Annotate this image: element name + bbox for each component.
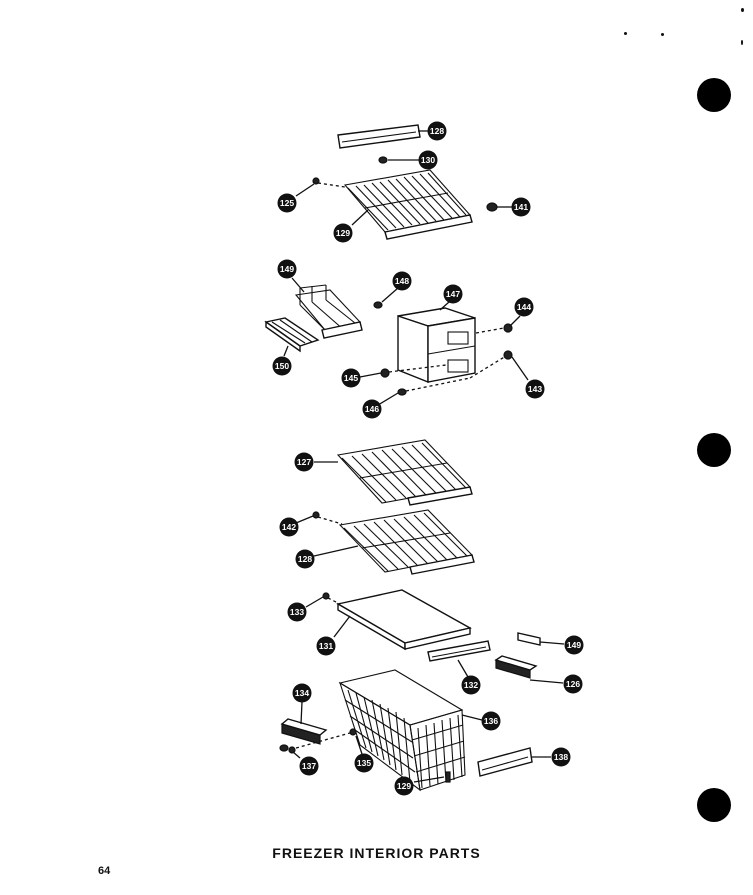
svg-text:128: 128	[430, 126, 444, 136]
svg-text:130: 130	[421, 155, 435, 165]
part-pin-133	[322, 592, 330, 600]
part-wire-shelf-128	[338, 509, 475, 575]
svg-text:148: 148	[395, 276, 409, 286]
callout-132: 132	[461, 675, 481, 695]
leader-lines	[283, 130, 565, 783]
svg-text:126: 126	[566, 679, 580, 689]
svg-text:132: 132	[464, 680, 478, 690]
part-pin-129	[445, 771, 451, 783]
callout-149-trim: 149	[564, 635, 584, 655]
part-slide-134	[280, 718, 328, 745]
part-ice-rack	[294, 284, 363, 339]
part-bin-front-138	[477, 747, 533, 777]
part-pin-left	[312, 177, 320, 185]
part-basket	[338, 669, 466, 792]
part-pin-right	[486, 202, 498, 212]
part-clip	[378, 156, 388, 164]
callout-130: 130	[418, 150, 438, 170]
callout-148: 148	[392, 271, 412, 291]
svg-text:127: 127	[297, 457, 311, 467]
svg-text:143: 143	[528, 384, 542, 394]
svg-text:147: 147	[446, 289, 460, 299]
callout-126: 126	[563, 674, 583, 694]
part-trim-149	[517, 632, 541, 646]
part-pin-135	[349, 728, 357, 736]
svg-text:136: 136	[484, 716, 498, 726]
callout-150: 150	[272, 356, 292, 376]
callout-131: 131	[316, 636, 336, 656]
svg-text:142: 142	[282, 522, 296, 532]
svg-text:138: 138	[554, 752, 568, 762]
part-wire-shelf-127	[336, 439, 473, 506]
callout-134: 134	[292, 683, 312, 703]
callout-142: 142	[279, 517, 299, 537]
svg-text:149: 149	[567, 640, 581, 650]
punch-hole	[697, 433, 731, 467]
callout-135: 135	[354, 753, 374, 773]
svg-text:149: 149	[280, 264, 294, 274]
part-ice-box	[397, 307, 476, 384]
callout-125: 125	[277, 193, 297, 213]
scan-speck	[624, 32, 627, 35]
callout-146: 146	[362, 399, 382, 419]
svg-text:144: 144	[517, 302, 531, 312]
callout-141: 141	[511, 197, 531, 217]
svg-text:134: 134	[295, 688, 309, 698]
callout-147: 147	[443, 284, 463, 304]
part-shelf-front-132	[427, 640, 491, 662]
svg-text:129: 129	[397, 781, 411, 791]
callout-138: 138	[551, 747, 571, 767]
part-screws-137	[279, 744, 296, 754]
callout-144: 144	[514, 297, 534, 317]
diagram-caption: FREEZER INTERIOR PARTS	[272, 845, 481, 861]
svg-text:125: 125	[280, 198, 294, 208]
part-ice-tray	[264, 317, 320, 353]
part-pin-142	[312, 511, 320, 519]
svg-text:129: 129	[336, 228, 350, 238]
callout-145: 145	[341, 368, 361, 388]
scan-speck	[741, 40, 743, 45]
callout-149-rack: 149	[277, 259, 297, 279]
svg-text:141: 141	[514, 202, 528, 212]
svg-text:145: 145	[344, 373, 358, 383]
callout-143: 143	[525, 379, 545, 399]
punch-hole	[697, 788, 731, 822]
callout-133: 133	[287, 602, 307, 622]
part-top-wire-shelf	[343, 169, 473, 240]
callout-128: 128	[427, 121, 447, 141]
part-screw-148	[373, 301, 383, 309]
svg-text:146: 146	[365, 404, 379, 414]
scan-speck	[661, 33, 664, 36]
svg-text:150: 150	[275, 361, 289, 371]
callout-127: 127	[294, 452, 314, 472]
punch-hole	[697, 78, 731, 112]
callout-128-mid: 128	[295, 549, 315, 569]
svg-text:128: 128	[298, 554, 312, 564]
svg-text:133: 133	[290, 607, 304, 617]
svg-text:135: 135	[357, 758, 371, 768]
callout-129-top: 129	[333, 223, 353, 243]
svg-text:137: 137	[302, 761, 316, 771]
callout-136: 136	[481, 711, 501, 731]
svg-text:131: 131	[319, 641, 333, 651]
page-number: 64	[98, 865, 111, 877]
part-shelf-trim	[337, 124, 421, 149]
callout-137: 137	[299, 756, 319, 776]
part-glass-shelf	[336, 589, 472, 651]
callout-129-bottom: 129	[394, 776, 414, 796]
scan-speck	[741, 8, 744, 12]
part-slide-126	[494, 655, 538, 679]
